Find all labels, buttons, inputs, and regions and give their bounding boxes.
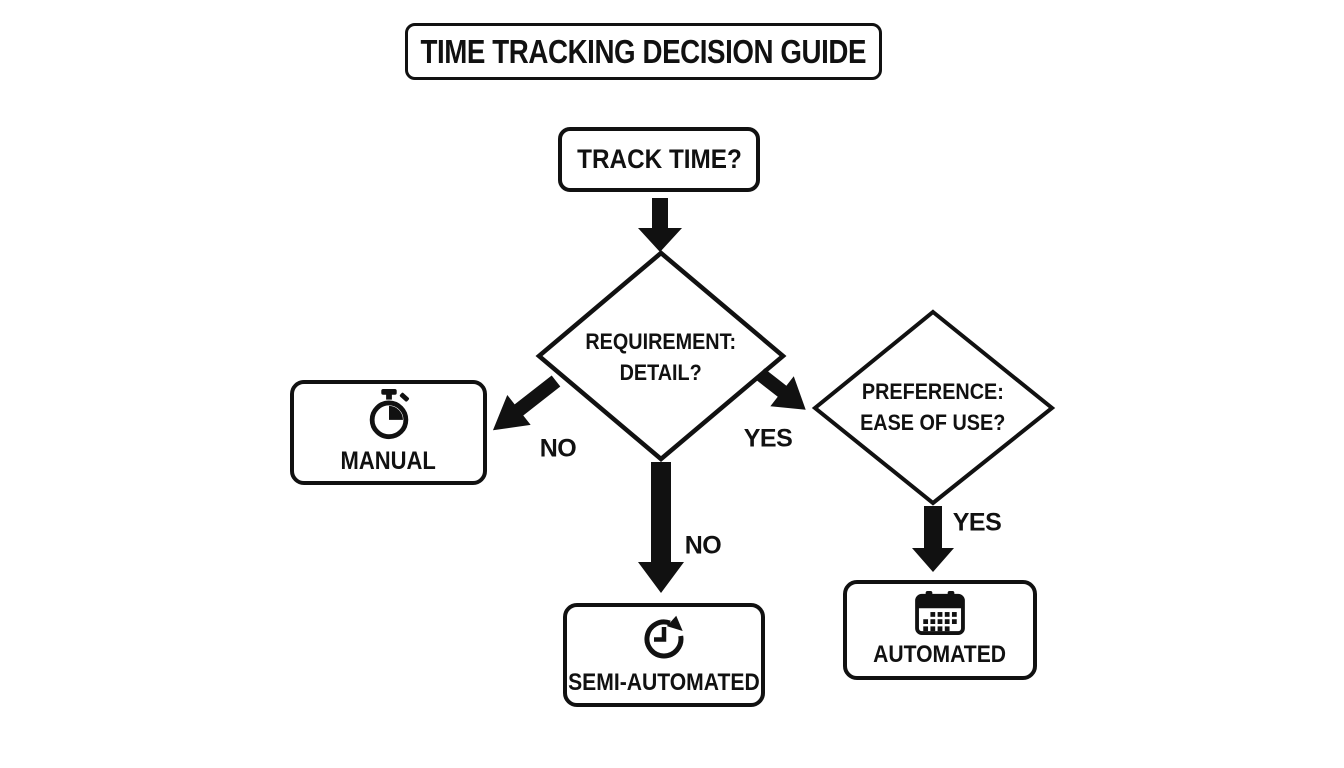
decision-ease-diamond [811, 309, 1056, 506]
node-semi-automated: SEMI-AUTOMATED [563, 603, 765, 707]
node-start-label: TRACK TIME? [576, 144, 742, 174]
edge-label-detail-yes: YES [743, 424, 793, 453]
clock-history-icon [644, 615, 684, 659]
node-automated: AUTOMATED [843, 580, 1037, 680]
node-manual: MANUAL [290, 380, 487, 485]
node-decision-detail-label: REQUIREMENT: DETAIL? [585, 329, 737, 385]
calendar-icon [915, 591, 965, 635]
node-start: TRACK TIME? [558, 127, 760, 192]
title-box: TIME TRACKING DECISION GUIDE [405, 23, 882, 80]
node-decision-ease-label: PREFERENCE: EASE OF USE? [860, 379, 1006, 435]
edge-label-ease-yes: YES [952, 508, 1002, 537]
arrow-detail-to-manual [492, 375, 561, 431]
edge-label-detail-no-down: NO [684, 531, 722, 560]
arrow-ease-to-automated [912, 506, 954, 572]
stopwatch-icon [369, 389, 409, 440]
arrow-start-to-detail [638, 198, 682, 252]
arrow-detail-to-ease [755, 368, 806, 410]
node-manual-label: MANUAL [340, 447, 437, 475]
page-title: TIME TRACKING DECISION GUIDE [420, 32, 867, 70]
decision-detail-diamond [535, 250, 787, 462]
node-semi-automated-label: SEMI-AUTOMATED [568, 669, 760, 696]
arrow-detail-to-semi [638, 462, 684, 593]
edge-label-detail-no: NO [539, 434, 577, 463]
node-automated-label: AUTOMATED [873, 641, 1007, 668]
